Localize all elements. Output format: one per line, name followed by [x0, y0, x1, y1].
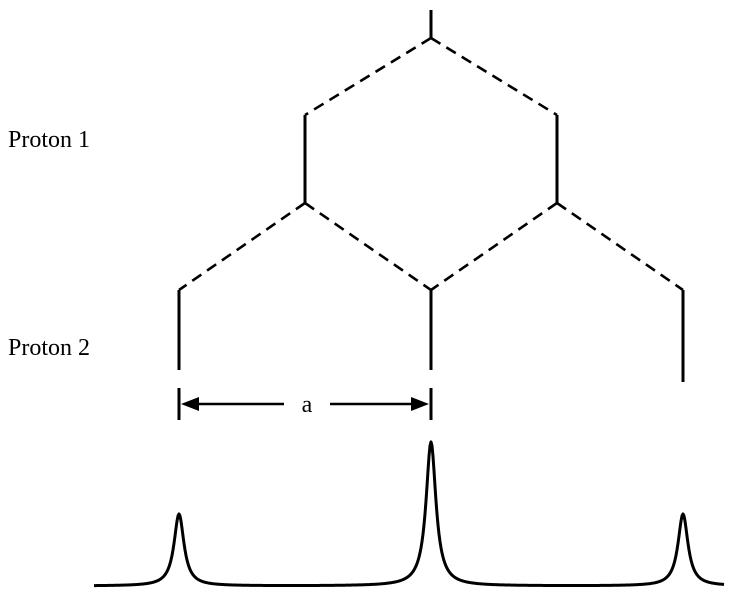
spectrum-trace	[93, 440, 725, 588]
split1-left-dashed	[304, 36, 432, 117]
split2-left-inner-dashed	[304, 201, 432, 292]
split2-right-outer-dashed	[556, 201, 684, 292]
arrow-right-icon	[411, 397, 429, 411]
coupling-constant-marker: a	[177, 388, 433, 420]
arrow-left-icon	[181, 397, 199, 411]
split1-right-dashed	[430, 36, 558, 117]
split2-right-inner-dashed	[430, 201, 558, 292]
split2-left-outer-dashed	[178, 201, 306, 292]
proton-1-label: Proton 1	[8, 127, 90, 153]
proton-2-label: Proton 2	[8, 335, 90, 361]
coupling-constant-label: a	[302, 392, 313, 418]
